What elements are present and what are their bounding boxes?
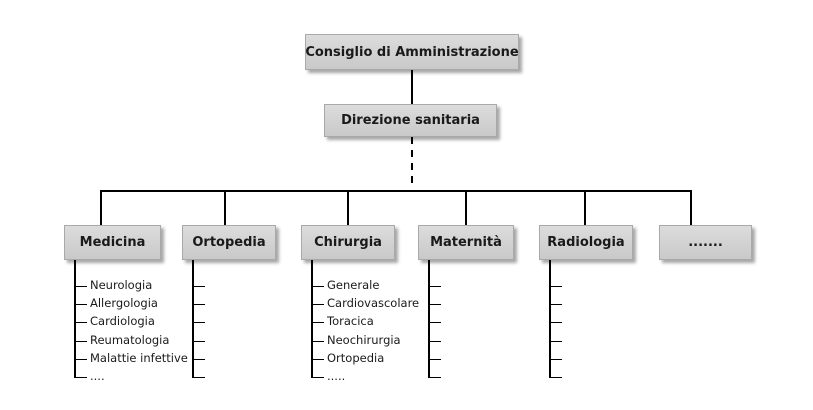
- box-department-label: .......: [688, 235, 723, 250]
- box-department-label: Maternità: [430, 235, 502, 250]
- sub-spine-1: [192, 260, 194, 378]
- box-department-3: Maternità: [418, 225, 514, 260]
- sub-tick: [192, 377, 205, 378]
- sub-tick: [192, 359, 205, 360]
- box-department-5: .......: [659, 225, 752, 260]
- sub-tick: [549, 341, 562, 342]
- connector-dashed-segment: [411, 150, 413, 157]
- sub-spine-4: [549, 260, 551, 378]
- sub-tick: [192, 341, 205, 342]
- connector-dept-2: [347, 190, 349, 225]
- box-department-label: Chirurgia: [314, 235, 382, 250]
- box-board: Consiglio di Amministrazione: [305, 34, 519, 70]
- box-health-direction-label: Direzione sanitaria: [341, 113, 480, 128]
- connector-dept-5: [690, 190, 692, 225]
- sub-tick: [549, 322, 562, 323]
- sub-tick: [428, 322, 441, 323]
- sub-tick: [74, 286, 87, 287]
- sub-item: Neurologia: [90, 278, 153, 292]
- connector-dept-4: [584, 190, 586, 225]
- sub-tick: [192, 322, 205, 323]
- connector-dashed-segment: [411, 137, 413, 144]
- sub-spine-2: [311, 260, 313, 378]
- sub-spine-3: [428, 260, 430, 378]
- box-health-direction: Direzione sanitaria: [324, 104, 497, 137]
- connector-dept-0: [100, 190, 102, 225]
- connector-dashed-segment: [411, 176, 413, 183]
- sub-item: Allergologia: [90, 296, 158, 310]
- sub-tick: [311, 377, 324, 378]
- sub-tick: [74, 304, 87, 305]
- sub-item: Cardiovascolare: [327, 296, 420, 310]
- sub-item: Ortopedia: [327, 351, 385, 365]
- sub-tick: [428, 377, 441, 378]
- box-department-4: Radiologia: [539, 225, 633, 260]
- box-department-0: Medicina: [64, 225, 161, 260]
- sub-tick: [74, 322, 87, 323]
- sub-tick: [549, 286, 562, 287]
- sub-tick: [428, 304, 441, 305]
- sub-tick: [549, 377, 562, 378]
- sub-tick: [192, 304, 205, 305]
- sub-item: Generale: [327, 278, 380, 292]
- sub-tick: [549, 304, 562, 305]
- connector-dashed-segment: [411, 163, 413, 170]
- horizontal-bus-line: [100, 190, 692, 192]
- box-department-1: Ortopedia: [182, 225, 276, 260]
- sub-tick: [74, 377, 87, 378]
- sub-spine-0: [74, 260, 76, 378]
- connector-dept-1: [224, 190, 226, 225]
- sub-tick: [428, 341, 441, 342]
- sub-item: Toracica: [327, 314, 374, 328]
- sub-item: .....: [327, 369, 346, 383]
- sub-tick: [311, 304, 324, 305]
- sub-tick: [311, 341, 324, 342]
- sub-tick: [311, 359, 324, 360]
- connector-dept-3: [465, 190, 467, 225]
- sub-item: Cardiologia: [90, 314, 155, 328]
- sub-tick: [428, 286, 441, 287]
- sub-tick: [311, 322, 324, 323]
- sub-tick: [428, 359, 441, 360]
- box-department-label: Radiologia: [547, 235, 625, 250]
- sub-item: ....: [90, 369, 105, 383]
- sub-tick: [74, 341, 87, 342]
- box-department-label: Ortopedia: [192, 235, 266, 250]
- sub-item: Neochirurgia: [327, 333, 401, 347]
- box-board-label: Consiglio di Amministrazione: [305, 44, 519, 60]
- sub-tick: [549, 359, 562, 360]
- box-department-label: Medicina: [79, 235, 146, 250]
- sub-item: Malattie infettive: [90, 351, 188, 365]
- box-department-2: Chirurgia: [301, 225, 395, 260]
- connector-board-to-direction: [411, 70, 413, 104]
- sub-item: Reumatologia: [90, 333, 170, 347]
- sub-tick: [74, 359, 87, 360]
- sub-tick: [311, 286, 324, 287]
- sub-tick: [192, 286, 205, 287]
